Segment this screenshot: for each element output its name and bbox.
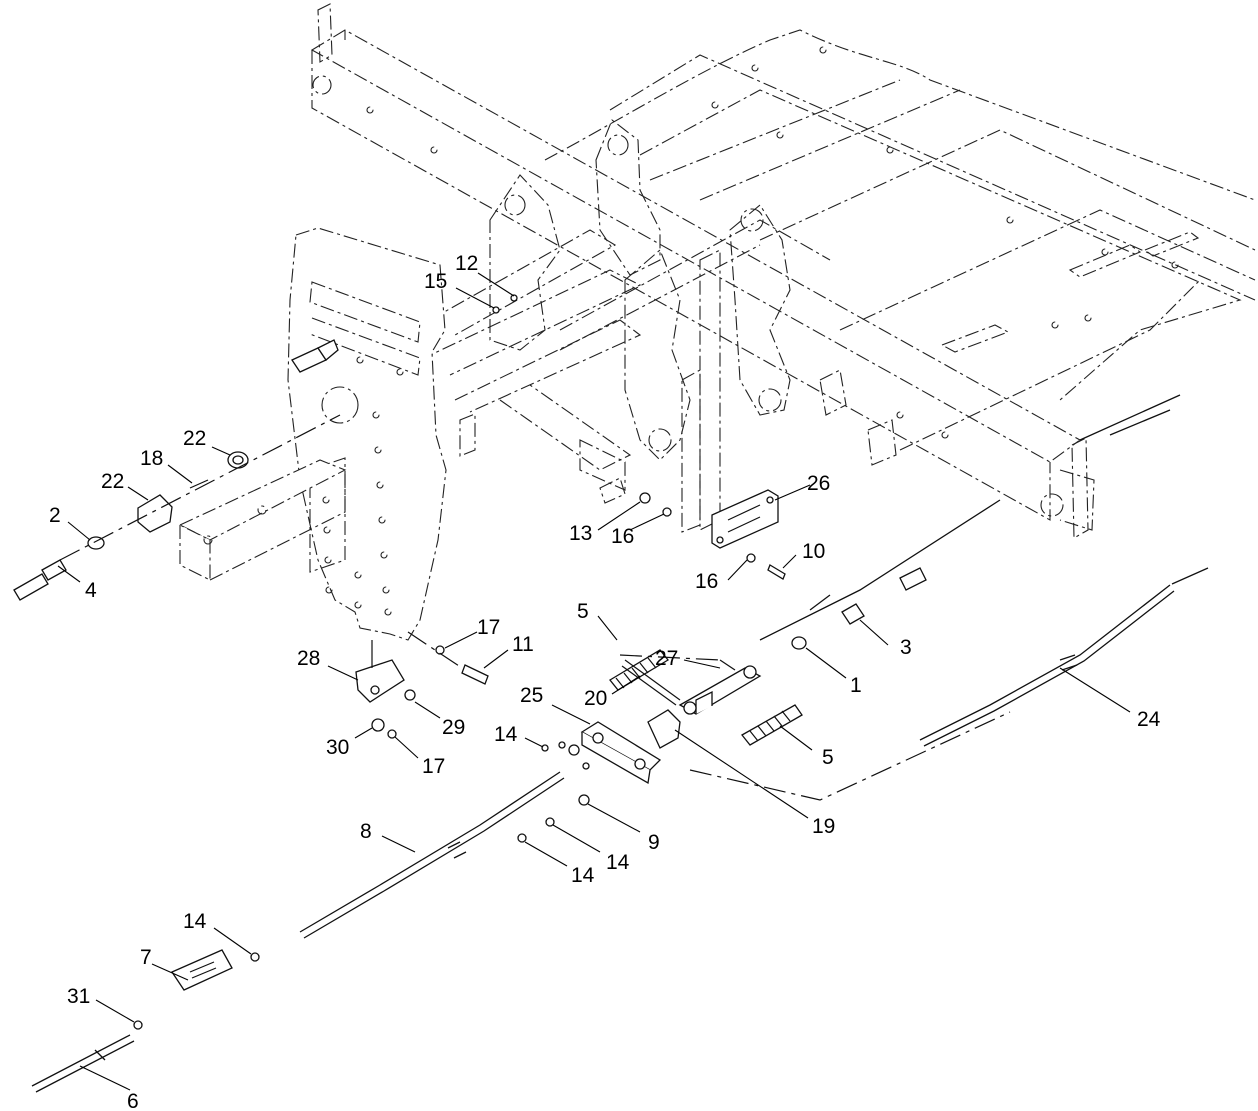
callout-26: 26 bbox=[807, 472, 830, 495]
callout-5: 5 bbox=[822, 746, 834, 769]
callout-16: 16 bbox=[611, 525, 634, 548]
callout-1: 1 bbox=[850, 674, 862, 697]
callout-9: 9 bbox=[648, 831, 660, 854]
callout-7: 7 bbox=[140, 946, 152, 969]
callout-30: 30 bbox=[326, 736, 349, 759]
leader-lines bbox=[57, 272, 1131, 1091]
solid-hardware-parts bbox=[13, 294, 927, 1030]
callout-22: 22 bbox=[183, 427, 206, 450]
callout-20: 20 bbox=[584, 687, 607, 710]
callout-10: 10 bbox=[802, 540, 825, 563]
callout-27: 27 bbox=[655, 647, 678, 670]
spring-part-5-lower bbox=[741, 704, 803, 746]
handle-part-7 bbox=[171, 949, 233, 991]
callout-4: 4 bbox=[85, 579, 97, 602]
bushing-part-19 bbox=[647, 709, 681, 749]
washer-part-1 bbox=[791, 636, 807, 650]
cable-part-6 bbox=[31, 1034, 131, 1087]
callout-14: 14 bbox=[183, 910, 207, 933]
callout-16: 16 bbox=[695, 570, 718, 593]
cables bbox=[31, 394, 1209, 1093]
cable-part-24 bbox=[919, 584, 1171, 741]
nut-part-13 bbox=[639, 492, 651, 504]
bolt-part-10 bbox=[767, 564, 786, 580]
callout-2: 2 bbox=[49, 504, 61, 527]
callout-11: 11 bbox=[512, 633, 534, 656]
callout-19: 19 bbox=[812, 815, 835, 838]
callout-14: 14 bbox=[606, 851, 630, 874]
callout-18: 18 bbox=[140, 447, 163, 470]
callout-labels: 12 15 22 18 22 2 4 26 13 16 10 16 5 3 27… bbox=[49, 252, 1161, 1111]
callout-22: 22 bbox=[101, 470, 124, 493]
callout-25: 25 bbox=[520, 684, 543, 707]
bolt-part-11 bbox=[461, 664, 489, 685]
rod-part-20 bbox=[624, 659, 681, 701]
nut-part-31 bbox=[133, 1020, 143, 1030]
callout-24: 24 bbox=[1137, 708, 1161, 731]
callout-6: 6 bbox=[127, 1090, 139, 1111]
nut-part-30 bbox=[371, 718, 385, 732]
spacer-part-29 bbox=[404, 689, 416, 701]
washer-part-17b bbox=[387, 729, 397, 739]
callout-29: 29 bbox=[442, 716, 465, 739]
washer-part-16a bbox=[662, 507, 672, 517]
callout-17: 17 bbox=[422, 755, 445, 778]
pin-part-12 bbox=[510, 294, 518, 302]
washer-part-16b bbox=[746, 553, 756, 563]
pin-part-14c bbox=[517, 833, 527, 843]
callout-12: 12 bbox=[455, 252, 478, 275]
bushing-part-22-lower bbox=[137, 494, 173, 533]
callout-17: 17 bbox=[477, 616, 500, 639]
washer-part-2 bbox=[87, 536, 105, 550]
callout-14: 14 bbox=[571, 864, 595, 887]
callout-15: 15 bbox=[424, 270, 447, 293]
fitting-part-4 bbox=[41, 559, 67, 581]
plate-part-26 bbox=[711, 489, 779, 549]
callout-8: 8 bbox=[360, 820, 372, 843]
callout-13: 13 bbox=[569, 522, 592, 545]
callout-5: 5 bbox=[577, 600, 589, 623]
cable-part-8 bbox=[299, 771, 561, 933]
washer-part-14b bbox=[545, 817, 555, 827]
bracket-part-28 bbox=[355, 659, 405, 703]
washer-part-9 bbox=[578, 794, 590, 806]
pin-part-15 bbox=[492, 306, 500, 314]
callout-14: 14 bbox=[494, 723, 518, 746]
callout-31: 31 bbox=[67, 985, 90, 1008]
ghosted-machine-frame bbox=[178, 3, 1256, 641]
callout-3: 3 bbox=[900, 636, 912, 659]
callout-28: 28 bbox=[297, 647, 320, 670]
fitting-part-3 bbox=[841, 603, 865, 625]
